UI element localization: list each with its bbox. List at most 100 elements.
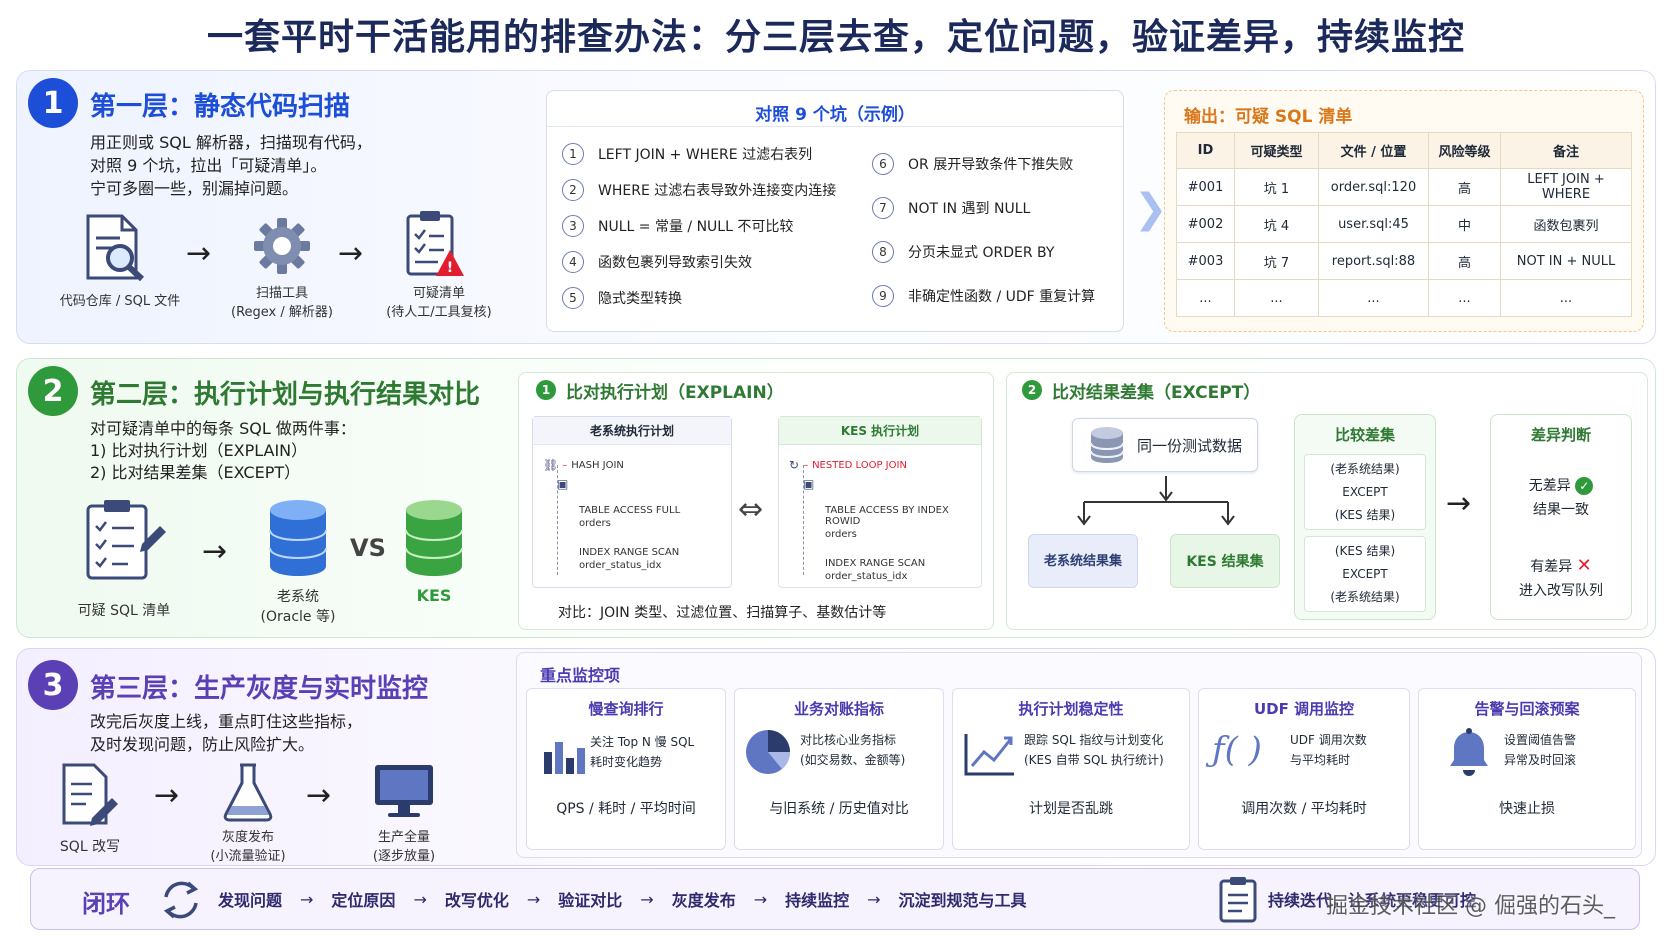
loop-tail: 持续迭代，让系统更稳更可控 <box>1268 891 1477 910</box>
divider <box>546 126 1124 127</box>
database-kes-icon <box>405 500 463 576</box>
kes-plan-card: KES 执行计划 ↻–NESTED LOOP JOIN ▣ TABLE ACCE… <box>778 416 982 588</box>
monitor-icon <box>375 765 433 817</box>
kes-plan-title: KES 执行计划 <box>779 417 981 445</box>
node-icon: ▣ <box>557 477 569 491</box>
node-icon: ▣ <box>803 477 815 491</box>
gray-release-label: 灰度发布(小流量验证) <box>210 830 286 864</box>
pits-title: 对照 9 个坑（示例） <box>755 105 915 125</box>
monitor-card-foot: QPS / 耗时 / 平均时间 <box>556 801 696 817</box>
diff-kes-except-old: (KES 结果)EXCEPT(老系统结果) <box>1304 536 1426 612</box>
old-system-label: 老系统(Oracle 等) <box>260 589 336 625</box>
loop-step: 定位原因 <box>331 891 396 910</box>
loop-step: 持续监控 <box>785 891 850 910</box>
monitor-card-desc: 对比核心业务指标(如交易数、金额等) <box>800 733 906 767</box>
cycle-icon <box>163 881 199 919</box>
monitor-title: 重点监控项 <box>540 666 621 685</box>
flow-arrow: → <box>1446 486 1472 521</box>
document-icon <box>1219 877 1257 923</box>
monitor-card-foot: 计划是否乱跳 <box>1029 801 1113 817</box>
compare-arrows-icon: ⇔ <box>738 492 764 527</box>
monitor-card-desc: UDF 调用次数与平均耗时 <box>1290 733 1367 767</box>
flow2-label: 扫描工具(Regex / 解析器) <box>231 286 333 320</box>
flow3-label: 可疑清单(待人工/工具复核) <box>386 286 492 320</box>
old-plan-title: 老系统执行计划 <box>533 417 731 445</box>
code-repo-icon <box>86 214 145 282</box>
loop-step: 灰度发布 <box>671 891 736 910</box>
loop-step: 发现问题 <box>218 891 283 910</box>
result-number: 2 <box>1022 380 1042 400</box>
loop-bar <box>30 868 1640 930</box>
join-icon: ⛓ <box>543 458 559 472</box>
monitor-card-title: UDF 调用监控 <box>1253 700 1355 718</box>
loop-icon: ↻ <box>789 458 800 472</box>
table-row: ............... <box>1176 279 1632 317</box>
old-result-set: 老系统结果集 <box>1028 534 1138 588</box>
function-icon: ƒ( ) <box>1212 730 1262 770</box>
layer2-desc: 对可疑清单中的每条 SQL 做两件事：1) 比对执行计划（EXPLAIN）2) … <box>90 419 356 482</box>
diff-title: 比较差集 <box>1334 426 1395 444</box>
gear-icon <box>254 218 310 274</box>
layer3-desc: 改完后灰度上线，重点盯住这些指标，及时发现问题，防止风险扩大。 <box>90 712 363 754</box>
old-plan-tree: ⛓–HASH JOIN ▣ TABLE ACCESS FULL orders I… <box>543 457 729 575</box>
check-icon: ✓ <box>1575 477 1594 495</box>
sql-rewrite-label: SQL 改写 <box>59 839 121 855</box>
layer1-desc: 用正则或 SQL 解析器，扫描现有代码，对照 9 个坑，拉出「可疑清单」。宁可多… <box>90 133 372 198</box>
split-arrows <box>1077 476 1235 526</box>
monitor-card-title: 告警与回滚预案 <box>1474 700 1580 718</box>
layer1-number: 1 <box>28 78 78 128</box>
layer1-heading: 第一层：静态代码扫描 <box>90 92 351 122</box>
vs-label: VS <box>350 534 386 562</box>
monitor-card-title: 业务对账指标 <box>793 700 884 718</box>
result-title: 比对结果差集（EXCEPT） <box>1052 383 1261 403</box>
monitor-card-plan-stability <box>952 688 1190 850</box>
loop-step: 改写优化 <box>444 891 509 910</box>
pits-card <box>546 90 1124 332</box>
judge-title: 差异判断 <box>1530 426 1591 444</box>
plan-compare-note: 对比：JOIN 类型、过滤位置、扫描算子、基数估计等 <box>558 605 887 621</box>
monitor-card-title: 慢查询排行 <box>588 700 664 718</box>
judge-box <box>1490 414 1632 620</box>
cross-icon: ✕ <box>1576 555 1592 576</box>
same-data-box: 同一份测试数据 <box>1072 418 1258 472</box>
database-old-icon <box>269 500 327 576</box>
flow-arrow: → <box>154 778 180 813</box>
kes-label: KES <box>416 586 452 605</box>
flow-arrow: → <box>186 236 212 271</box>
trend-chart-icon <box>964 734 1014 776</box>
page-title: 一套平时干活能用的排查办法：分三层去查，定位问题，验证差异，持续监控 <box>206 17 1465 58</box>
loop-step: 沉淀到规范与工具 <box>898 891 1027 910</box>
sql-edit-icon <box>62 763 118 826</box>
loop-steps: 发现问题→ 定位原因→ 改写优化→ 验证对比→ 灰度发布→ 持续监控→ 沉淀到规… <box>218 887 1027 911</box>
judge-has-diff: 有差异 ✕ 进入改写队列 <box>1519 555 1603 599</box>
monitor-card-desc: 设置阈值告警异常及时回滚 <box>1504 733 1577 767</box>
chevron-right-icon: ❯ <box>1134 186 1168 232</box>
kes-result-set: KES 结果集 <box>1170 534 1280 588</box>
layer3-heading: 第三层：生产灰度与实时监控 <box>90 674 429 704</box>
checklist-warning-icon: ! <box>406 211 464 276</box>
flow-arrow: → <box>306 778 332 813</box>
layer2-number: 2 <box>28 366 78 416</box>
diff-old-except-kes: (老系统结果)EXCEPT(KES 结果) <box>1304 454 1426 530</box>
suspect-list-label: 可疑 SQL 清单 <box>77 603 171 619</box>
layer3-number: 3 <box>28 660 78 710</box>
flow-arrow: → <box>338 236 364 271</box>
monitor-card-alert <box>1418 688 1636 850</box>
judge-no-diff: 无差异 ✓ 结果一致 <box>1490 474 1632 522</box>
